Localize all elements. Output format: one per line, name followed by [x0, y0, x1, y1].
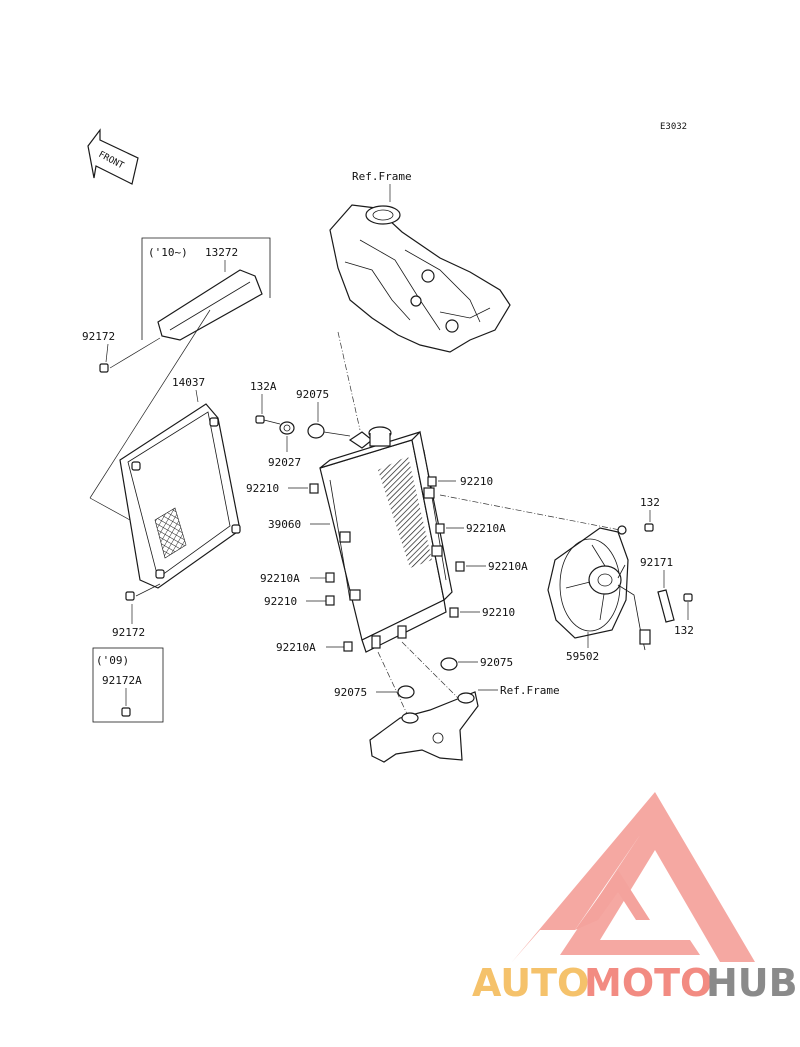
clip-92210A-4 [343, 641, 353, 652]
grommet-92075-right [440, 657, 458, 671]
callout-92210-2: 92210 [460, 475, 493, 488]
fan-alignment-line [439, 494, 621, 531]
callout-92210A-4: 92210A [276, 641, 316, 654]
callout-92075-top: 92075 [296, 388, 329, 401]
callout-13272: 13272 [205, 246, 238, 259]
clip-92210A-1 [435, 523, 445, 534]
watermark-text-moto: MOTO [584, 961, 712, 1005]
upper-frame-ref [329, 204, 511, 353]
callout-92075-right: 92075 [480, 656, 513, 669]
clip-92210-4 [449, 607, 459, 618]
front-arrow-marker: FRONT [87, 128, 139, 185]
watermark-text-hub: HUB [706, 961, 798, 1005]
callout-92210A-3: 92210A [260, 572, 300, 585]
bolt-132-upper [644, 523, 654, 532]
clip-92210A-2 [455, 561, 465, 572]
box-2009: ('09) 92172A [92, 647, 164, 723]
callout-92210A-2: 92210A [488, 560, 528, 573]
callout-39060: 39060 [268, 518, 301, 531]
shroud-link-leader [89, 309, 211, 499]
radiator-screen-14037 [119, 403, 241, 589]
grommet-92075-top [307, 423, 325, 439]
callout-132A: 132A [250, 380, 277, 393]
clip-92210-2 [427, 476, 437, 487]
bolt-132A [255, 415, 281, 425]
callout-14037: 14037 [172, 376, 205, 389]
callout-92075-left: 92075 [334, 686, 367, 699]
watermark-text-auto: AUTO [472, 961, 589, 1005]
lower-frame-ref [369, 691, 479, 763]
frame-alignment-line [337, 331, 361, 431]
callout-92210-4: 92210 [482, 606, 515, 619]
screw-92172A [121, 707, 131, 717]
watermark-triangle-logo [512, 792, 755, 962]
bolt-132-lower [683, 593, 693, 602]
callout-92172-upper: 92172 [82, 330, 115, 343]
callout-59502: 59502 [566, 650, 599, 663]
callout-132-upper: 132 [640, 496, 660, 509]
screw-92172-upper [99, 363, 109, 373]
band-92171 [657, 589, 675, 623]
diagram-code: E3032 [660, 122, 687, 132]
automotohub-watermark: AUTO MOTO HUB [472, 792, 798, 1005]
callout-92172-lower: 92172 [112, 626, 145, 639]
fan-59502 [547, 525, 651, 651]
radiator-39060 [319, 426, 453, 653]
year-note-2009: ('09) [96, 654, 129, 667]
callout-92027: 92027 [268, 456, 301, 469]
ref-frame-bottom-label: Ref.Frame [500, 684, 560, 697]
shroud-2010-box: ('10~) 13272 [141, 237, 271, 341]
year-note-2010: ('10~) [148, 246, 188, 259]
collar-92027 [279, 421, 295, 435]
callout-92172A: 92172A [102, 674, 142, 687]
clip-92210A-3 [325, 572, 335, 583]
callout-92210-1: 92210 [246, 482, 279, 495]
screw-92172-lower [125, 591, 135, 601]
grommet-92075-left [397, 685, 415, 699]
clip-92210-3 [325, 595, 335, 606]
ref-frame-top-label: Ref.Frame [352, 170, 412, 183]
callout-92210-3: 92210 [264, 595, 297, 608]
clip-92210-1 [309, 483, 319, 494]
shroud-13272 [157, 269, 263, 341]
callout-132-lower: 132 [674, 624, 694, 637]
callout-92210A-1: 92210A [466, 522, 506, 535]
callout-92171: 92171 [640, 556, 673, 569]
